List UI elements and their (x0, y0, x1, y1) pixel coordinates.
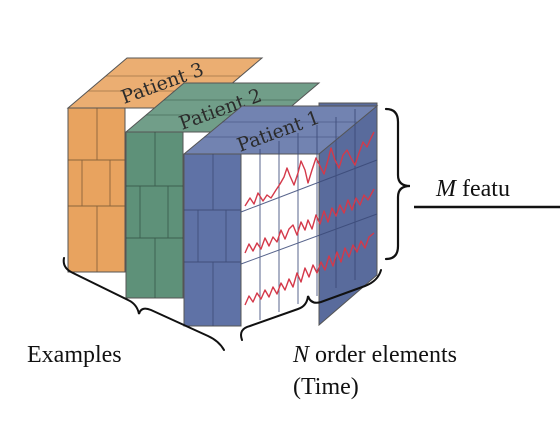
patient-2-block: Patient 2 (124, 82, 321, 299)
patient-1-signals (244, 131, 375, 306)
order-variable: N (292, 342, 311, 368)
features-label: M featu (435, 176, 510, 202)
patient-1-side (318, 102, 378, 327)
patient-2-front (125, 131, 184, 299)
features-variable: M (435, 176, 458, 202)
time-label: (Time) (293, 374, 359, 400)
examples-brace (62, 257, 225, 351)
patient-1-block: Patient 1 (182, 102, 379, 327)
patient-1-top (182, 105, 379, 155)
order-brace (240, 269, 382, 341)
patient-1-grid (240, 109, 378, 320)
signal-trace-3 (244, 232, 375, 306)
order-text: order elements (309, 342, 457, 368)
features-text: featu (456, 176, 510, 202)
signal-trace-2 (244, 188, 375, 254)
features-brace (384, 107, 411, 261)
signal-trace-1 (244, 131, 375, 207)
order-label: N order elements (292, 342, 457, 368)
patient-3-block: Patient 3 (66, 57, 264, 273)
patient-1-front (183, 153, 242, 327)
patient-3-front (67, 107, 126, 273)
examples-label: Examples (27, 342, 122, 368)
